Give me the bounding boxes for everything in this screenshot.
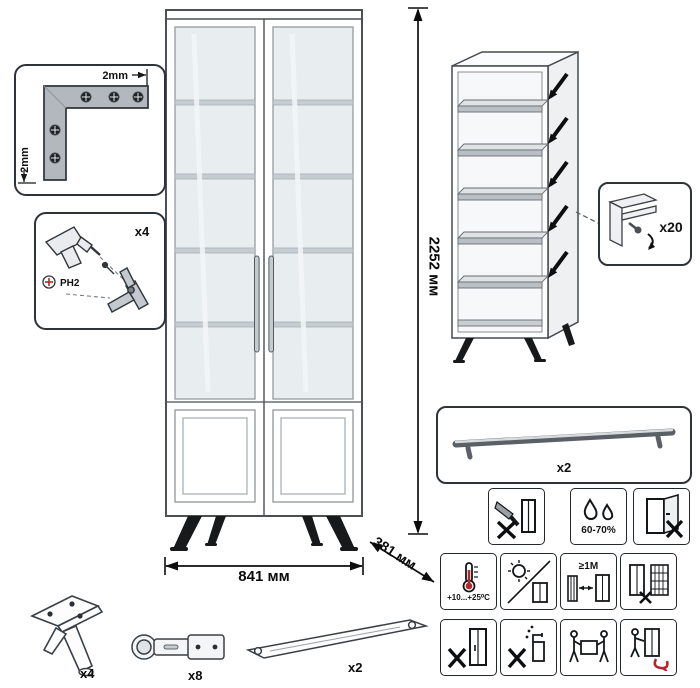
radiator-distance-icon: [566, 573, 610, 602]
legs-count-label: x4: [80, 666, 95, 681]
assembly-guide-lines: [65, 256, 125, 299]
cabinet-interior: [457, 71, 543, 333]
care-icon-heat-distance: ≥1M: [560, 553, 617, 610]
care-icon-do-not-drag: [620, 619, 677, 676]
bracket-dim-top-label: 2mm: [102, 70, 128, 82]
cabinet-front-view: [165, 9, 363, 551]
glass-reflections: [191, 33, 309, 393]
cabinet-warning-x-icon: [447, 627, 487, 668]
handle-bar: [452, 428, 676, 448]
lower-door-panels: [166, 401, 362, 503]
radiator-grid-icon: [628, 563, 669, 604]
leg-outline: [30, 595, 104, 674]
thermometer-icon: [462, 561, 478, 592]
bracket-screws: [49, 91, 144, 164]
screw-cross-slots: [51, 93, 142, 162]
cabinet-open-perspective-view: [451, 50, 605, 363]
care-icons-grid: 60-70% +10...+25⁰C: [436, 486, 696, 686]
care-icon-humidity: 60-70%: [570, 488, 627, 545]
width-dimension-arrow: [164, 557, 364, 575]
width-dimension-label: 841 мм: [238, 568, 290, 585]
open-cabinet-legs: [453, 323, 575, 363]
height-dimension-arrow: [408, 7, 428, 535]
open-shelves: [456, 99, 550, 327]
heat-distance-label: ≥1M: [578, 560, 599, 572]
care-icon-no-radiator: [620, 553, 677, 610]
care-icon-carry-two-people: [560, 619, 617, 676]
bracket-dim-side-arrow: [18, 170, 36, 184]
shelf-pin-icon: [628, 221, 642, 234]
corner-bracket-drawing: 2mm 2mm: [18, 69, 149, 184]
care-icon-do-not-lean: [440, 619, 497, 676]
humidity-range-label: 60-70%: [581, 525, 616, 536]
shelves-through-glass: [174, 99, 354, 328]
bit-type-label: PH2: [60, 278, 80, 289]
person-cabinet-clamp-icon: [629, 627, 669, 671]
leg-hardware-drawing: [30, 595, 104, 677]
bracket-dim-side-label: 2mm: [19, 147, 31, 173]
shelf-pin-count-label: x20: [659, 219, 683, 235]
drill-assembly-drawing: x4 PH2: [42, 224, 150, 313]
panel-corner: [608, 193, 658, 248]
shelf-pin-detail-box: x20: [598, 182, 692, 266]
no-spray-icon: [507, 625, 545, 668]
leg-part-icon: [107, 267, 149, 313]
temperature-range-label: +10...+25⁰C: [447, 592, 490, 602]
drill-count-label: x4: [135, 224, 150, 239]
two-people-carrying-icon: [568, 629, 609, 662]
sunlight-icon: [506, 559, 551, 604]
braces-count-label: x2: [348, 660, 363, 675]
no-sharp-tools-icon: [493, 498, 536, 539]
shelf-pin-drawing: x20: [608, 193, 683, 250]
cabinet-legs: [170, 516, 358, 551]
screw-icon: [101, 261, 115, 275]
open-door-warning-icon: [645, 493, 683, 538]
handle-bar-drawing: x2: [452, 428, 676, 475]
care-icon-temperature: +10...+25⁰C: [440, 553, 497, 610]
leg-screw-holes: [47, 601, 83, 619]
brace-hardware-drawing: [245, 619, 429, 659]
care-icon-door-warning: [633, 488, 690, 545]
clamp-icon: [653, 657, 669, 669]
ph2-bit-icon: [42, 275, 56, 289]
care-icon-no-sharp-tools: [488, 488, 545, 545]
hinge-outline: [131, 634, 225, 660]
hinges-count-label: x8: [188, 668, 203, 683]
door-handles: [254, 255, 275, 353]
hinge-screw-holes: [195, 644, 218, 650]
legs-tools-detail-box: x4 PH2: [34, 212, 166, 330]
corner-bracket-detail-box: 2mm 2mm: [14, 64, 166, 196]
handle-detail-box: x2: [436, 406, 692, 484]
drill-icon: [44, 226, 101, 269]
care-icon-no-wet-cleaning: [500, 619, 557, 676]
shelf-insert-arrows: [548, 72, 569, 278]
water-drops-icon: [583, 497, 613, 521]
handle-count-label: x2: [557, 460, 571, 475]
bracket-dim-top-arrow: [132, 69, 148, 86]
glass-doors: [174, 26, 354, 400]
depth-dimension-arrow: [369, 541, 435, 583]
hinge-hardware-drawing: [131, 634, 225, 660]
care-icon-avoid-sunlight: [500, 553, 557, 610]
